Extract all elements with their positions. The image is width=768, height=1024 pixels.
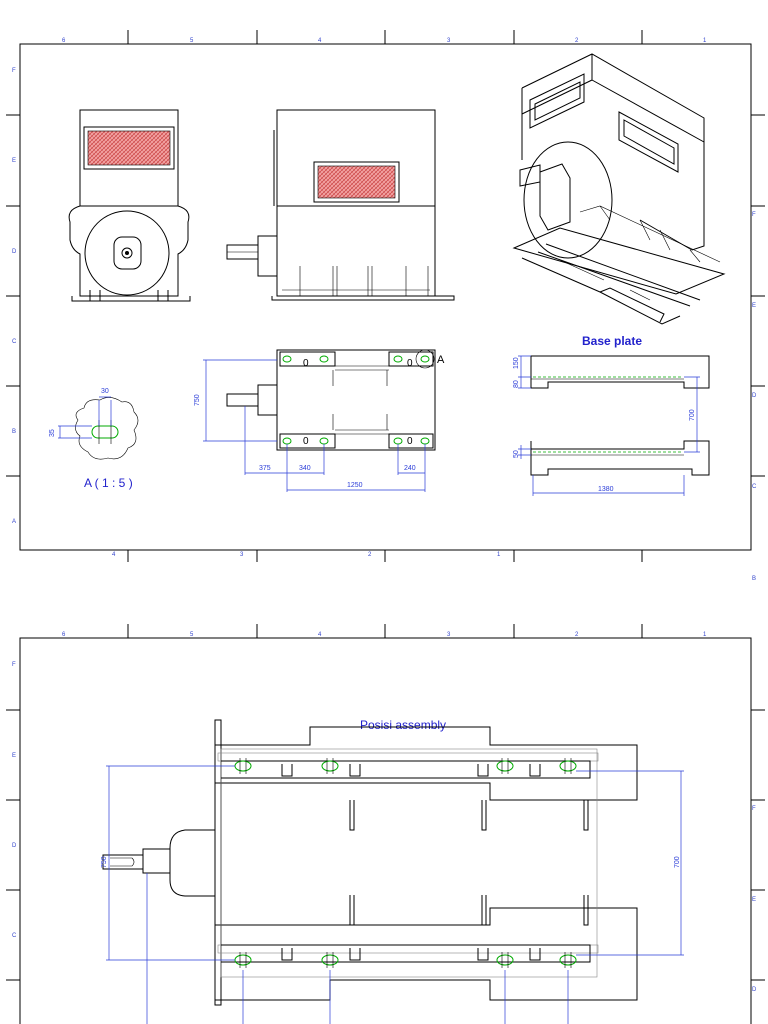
side-view [226, 109, 455, 301]
zone2-top-3: 3 [447, 632, 451, 638]
zone2-left-c: C [12, 933, 17, 939]
sheet-1-left-ruler: F E D C B A [6, 68, 20, 525]
bolt-holes-assembly [234, 758, 577, 968]
dim-750-assembly: 750 [101, 856, 108, 868]
dim-750: 750 [194, 394, 201, 406]
zone-top-2: 2 [575, 38, 579, 44]
dim-35: 35 [49, 429, 56, 437]
sheet-2-left-ruler: F E D C [6, 662, 20, 981]
detail-a: 30 35 A ( 1 : 5 ) [49, 388, 139, 490]
vent-panel-side [317, 165, 396, 199]
sheet-1: 6 5 4 3 2 1 4 3 2 1 F E D C B A [6, 30, 765, 582]
dim-700-assembly: 700 [674, 856, 681, 868]
sheet-2-border [19, 637, 752, 1024]
dim-1380: 1380 [598, 486, 614, 493]
hole-mark-1: 0 [303, 358, 309, 369]
detail-a-callout: A [437, 354, 445, 366]
zone2-right-d: D [752, 987, 757, 993]
zone2-top-2: 2 [575, 632, 579, 638]
zone-left-a: A [12, 519, 16, 525]
zone-bottom-1: 1 [497, 552, 501, 558]
dim-30: 30 [101, 388, 109, 395]
zone-right-f: F [752, 212, 756, 218]
base-plate-title: Base plate [582, 334, 642, 348]
sheet-1-bottom-ruler: 4 3 2 1 [112, 550, 643, 562]
dim-340: 340 [299, 465, 311, 472]
isometric-view [512, 53, 726, 325]
zone2-right-f: F [752, 806, 756, 812]
zone2-left-f: F [12, 662, 16, 668]
zone-bottom-4: 4 [112, 552, 116, 558]
dim-700: 700 [689, 409, 696, 421]
assembly-view: 750 700 [101, 719, 684, 1024]
plan-view: A 0 0 0 0 750 375 340 240 1250 [194, 349, 445, 492]
vent-panel-front [87, 130, 171, 166]
zone-top-4: 4 [318, 38, 322, 44]
base-plate-view: Base plate 150 80 700 50 1380 [513, 334, 710, 496]
zone-left-f: F [12, 68, 16, 74]
sheet-1-top-ruler: 6 5 4 3 2 1 [62, 30, 707, 44]
zone-right-e: E [752, 303, 756, 309]
hole-mark-3: 0 [303, 436, 309, 447]
zone-right-d: D [752, 393, 757, 399]
zone2-top-6: 6 [62, 632, 66, 638]
zone-left-b: B [12, 429, 16, 435]
zone-left-e: E [12, 158, 16, 164]
bolt-holes-plan [282, 355, 430, 445]
zone-bottom-2: 2 [368, 552, 372, 558]
sheet-1-border [19, 43, 752, 551]
zone2-right-e: E [752, 897, 756, 903]
zone-top-1: 1 [703, 38, 707, 44]
zone-top-6: 6 [62, 38, 66, 44]
detail-a-caption: A ( 1 : 5 ) [84, 476, 133, 490]
zone-left-c: C [12, 339, 17, 345]
front-view [68, 109, 191, 302]
dim-375: 375 [259, 465, 271, 472]
dim-150: 150 [513, 357, 520, 369]
zone-top-5: 5 [190, 38, 194, 44]
zone-left-d: D [12, 249, 17, 255]
zone2-left-d: D [12, 843, 17, 849]
assembly-title: Posisi assembly [360, 718, 446, 732]
dim-240: 240 [404, 465, 416, 472]
dim-80: 80 [513, 380, 520, 388]
sheet-1-right-ruler: F E D C B [751, 114, 765, 582]
sheet-2-right-ruler: F E D [751, 709, 765, 993]
zone2-top-1: 1 [703, 632, 707, 638]
sheet-2-top-ruler: 6 5 4 3 2 1 [62, 624, 707, 638]
zone2-top-5: 5 [190, 632, 194, 638]
dim-50: 50 [513, 450, 520, 458]
zone-right-c: C [752, 484, 757, 490]
zone-bottom-3: 3 [240, 552, 244, 558]
hole-mark-2: 0 [407, 358, 413, 369]
zone2-left-e: E [12, 753, 16, 759]
zone-right-b: B [752, 576, 756, 582]
zone2-top-4: 4 [318, 632, 322, 638]
hole-mark-4: 0 [407, 436, 413, 447]
dim-1250: 1250 [347, 482, 363, 489]
sheet-2: 6 5 4 3 2 1 F E D C F E D Posisi assembl… [6, 624, 765, 1024]
zone-top-3: 3 [447, 38, 451, 44]
